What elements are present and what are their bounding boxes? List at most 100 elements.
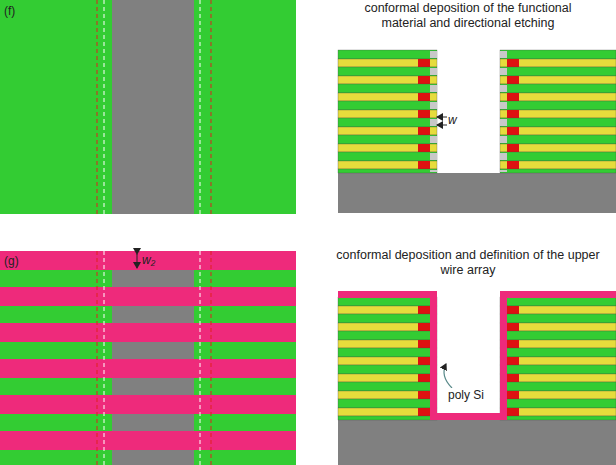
dielectric-layer [338,416,437,420]
dielectric-layer [500,314,616,323]
dimension-label: w [448,113,457,127]
dielectric-layer [338,118,437,127]
wire-layer [500,306,616,314]
dielectric-layer [338,297,437,306]
dielectric-layer [338,152,437,161]
functional-material [418,391,430,399]
wire-layer [500,127,616,135]
poly-si-film [338,291,616,420]
top-view-f [0,0,296,214]
dielectric-layer [500,118,616,127]
functional-material [418,408,430,416]
functional-material [418,306,430,314]
functional-material [507,306,519,314]
upper-wire [0,359,296,378]
dielectric-layer [338,314,437,323]
functional-material [507,340,519,348]
functional-material [418,161,430,169]
dielectric-layer [500,50,616,59]
width-arrow [437,117,447,125]
upper-wire [0,395,296,414]
dielectric-layer [338,331,437,340]
functional-material [507,93,519,101]
wire-layer [500,391,616,399]
recess [430,102,437,109]
functional-material [507,161,519,169]
cross-section-g [338,297,616,465]
wire-layer [338,93,437,101]
recess [430,85,437,92]
dielectric-layer [338,169,437,173]
wire-layer [338,161,437,169]
step-caption: conformal deposition and definition of t… [330,248,606,278]
functional-material [507,357,519,365]
functional-material [507,110,519,118]
functional-material [418,374,430,382]
dielectric-layer [338,399,437,408]
recess [500,136,507,143]
wire-layer [500,323,616,331]
recess [500,51,507,58]
recess [500,119,507,126]
dielectric-layer [338,50,437,59]
functional-material [418,76,430,84]
wire-layer [338,323,437,331]
wire-layer [338,391,437,399]
upper-wire [0,287,296,306]
wire-layer [338,144,437,152]
cross-section-f [338,50,616,213]
poly-si-layer [338,291,616,420]
upper-wire [0,323,296,342]
dielectric-layer [500,135,616,144]
poly-si-wall [500,291,507,420]
wire-layer [338,59,437,67]
functional-material [507,144,519,152]
functional-material [418,357,430,365]
recess [500,68,507,75]
wire-layer [500,110,616,118]
dielectric-layer [338,382,437,391]
functional-material [507,76,519,84]
wire-layer [500,357,616,365]
leader-line [444,364,452,388]
wire-layer [338,340,437,348]
functional-material [418,340,430,348]
functional-material [418,144,430,152]
dielectric-layer [500,365,616,374]
dielectric-layer [338,67,437,76]
dielectric-layer [338,135,437,144]
wire-layer [338,374,437,382]
dielectric-layer [500,348,616,357]
recess [500,85,507,92]
functional-material [507,374,519,382]
functional-material [418,323,430,331]
dielectric-layer [500,297,616,306]
panel-label: (g) [4,254,19,268]
wire-layer [338,306,437,314]
wire-layer [500,340,616,348]
dielectric-layer [338,101,437,110]
dielectric-layer [500,331,616,340]
dielectric-layer [500,382,616,391]
recess [430,51,437,58]
wire-layer [500,161,616,169]
poly-si-wall [430,291,437,420]
dielectric-layer [500,67,616,76]
functional-material [507,323,519,331]
dielectric-layer [500,416,616,420]
recess [430,153,437,160]
functional-material [507,408,519,416]
recess [430,170,437,172]
upper-wire [0,251,296,270]
guide-lines-g [97,251,211,465]
dielectric-layer [338,348,437,357]
dielectric-layer [338,365,437,374]
recess [500,153,507,160]
functional-material [418,93,430,101]
recess [430,136,437,143]
functional-material [418,127,430,135]
dielectric-layer [500,399,616,408]
recess [430,119,437,126]
